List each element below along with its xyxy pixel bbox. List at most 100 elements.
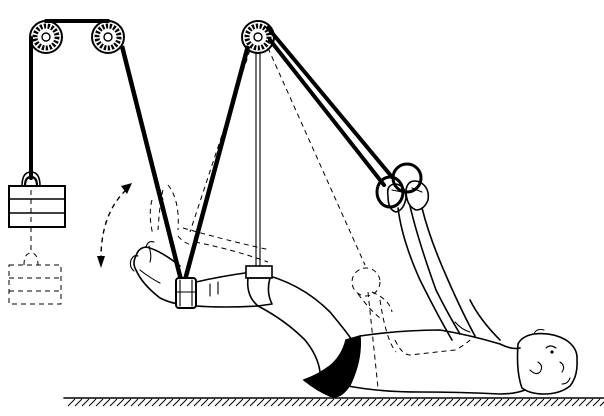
floor-hatch-line — [228, 398, 237, 407]
floor-hatch-line — [487, 398, 496, 407]
floor-hatch-line — [102, 398, 111, 407]
floor-hatch-line — [242, 398, 251, 407]
cable-to-handle-1 — [266, 26, 394, 179]
floor-hatch-line — [368, 398, 377, 407]
arms — [397, 205, 501, 341]
floor-hatch-line — [599, 401, 604, 407]
floor-hatch-line — [473, 398, 482, 407]
feet — [129, 241, 183, 305]
floor-hatch-line — [494, 398, 503, 407]
floor-hatch-line — [543, 398, 552, 407]
floor-hatch-line — [592, 398, 601, 407]
floor-hatch-line — [501, 398, 510, 407]
floor-hatch-line — [305, 398, 314, 407]
floor-hatch-line — [74, 398, 83, 407]
ring-handle-right — [391, 162, 423, 194]
floor-hatch-line — [144, 398, 153, 407]
floor-hatch-line — [585, 398, 594, 407]
floor-hatch-line — [270, 398, 279, 407]
motion-arrow — [97, 183, 132, 268]
floor-hatch-line — [445, 398, 454, 407]
floor-hatch-line — [172, 398, 181, 407]
cable-ankle-to-right-pulley — [182, 45, 251, 281]
floor-hatch-line — [249, 398, 258, 407]
legs-dashed — [149, 184, 271, 263]
dashed-cables — [121, 47, 366, 266]
floor-hatch-line — [557, 398, 566, 407]
floor-hatch-line — [291, 398, 300, 407]
floor-hatch-line — [529, 398, 538, 407]
floor-hatch-line — [186, 398, 195, 407]
floor-hatch-line — [396, 398, 405, 407]
floor-hatch-line — [193, 398, 202, 407]
floor-hatch-line — [235, 398, 244, 407]
leg — [195, 271, 353, 373]
floor-hatch-line — [375, 398, 384, 407]
floor-hatch-line — [424, 398, 433, 407]
pulley-right — [241, 20, 275, 54]
floor-hatch-line — [137, 398, 146, 407]
floor-hatch-line — [312, 398, 321, 407]
floor-hatch-line — [382, 398, 391, 407]
floor-hatch-line — [403, 398, 412, 407]
floor-hatch-line — [340, 398, 349, 407]
floor-hatch-line — [564, 398, 573, 407]
floor-hatch-line — [571, 398, 580, 407]
floor-hatch-line — [417, 398, 426, 407]
floor-hatch-line — [214, 398, 223, 407]
floor-hatch-line — [522, 398, 531, 407]
floor-hatch-line — [347, 398, 356, 407]
pulley-left — [29, 20, 63, 54]
floor-hatch-line — [319, 398, 328, 407]
floor-hatch-line — [130, 398, 139, 407]
ankle-strap — [175, 277, 197, 309]
floor-hatch-line — [256, 398, 265, 407]
floor-hatch-line — [81, 398, 90, 407]
floor — [63, 397, 604, 407]
floor-hatch-line — [333, 398, 342, 407]
floor-hatching — [67, 398, 604, 407]
floor-hatch-line — [438, 398, 447, 407]
floor-hatch-line — [165, 398, 174, 407]
floor-hatch-line — [410, 398, 419, 407]
floor-hatch-line — [536, 398, 545, 407]
weight-stack — [8, 171, 66, 228]
floor-hatch-line — [480, 398, 489, 407]
cables — [29, 19, 394, 281]
shorts — [302, 335, 362, 398]
floor-hatch-line — [550, 398, 559, 407]
floor-hatch-line — [277, 398, 286, 407]
floor-hatch-line — [88, 398, 97, 407]
ring-handle-left — [375, 175, 405, 209]
floor-hatch-line — [284, 398, 293, 407]
floor-hatch-line — [158, 398, 167, 407]
floor-hatch-line — [354, 398, 363, 407]
floor-hatch-line — [263, 398, 272, 407]
floor-hatch-line — [151, 398, 160, 407]
floor-hatch-line — [389, 398, 398, 407]
pulley-middle — [91, 20, 125, 54]
arm-dashed — [351, 267, 393, 319]
floor-hatch-line — [95, 398, 104, 407]
floor-hatch-line — [508, 398, 517, 407]
floor-hatch-line — [200, 398, 209, 407]
weight-block — [8, 185, 66, 228]
floor-hatch-line — [452, 398, 461, 407]
hands-and-handles — [375, 162, 430, 213]
torso — [347, 291, 526, 395]
floor-hatch-line — [361, 398, 370, 407]
floor-hatch-line — [466, 398, 475, 407]
floor-hatch-line — [578, 398, 587, 407]
floor-hatch-line — [515, 398, 524, 407]
floor-hatch-line — [326, 398, 335, 407]
cable-to-ankle-left — [119, 45, 184, 281]
floor-hatch-line — [431, 398, 440, 407]
head — [516, 328, 578, 395]
floor-hatch-line — [123, 398, 132, 407]
floor-hatch-line — [221, 398, 230, 407]
floor-hatch-line — [207, 398, 216, 407]
floor-hatch-line — [109, 398, 118, 407]
floor-hatch-line — [179, 398, 188, 407]
cable-to-handle-2 — [268, 38, 386, 187]
